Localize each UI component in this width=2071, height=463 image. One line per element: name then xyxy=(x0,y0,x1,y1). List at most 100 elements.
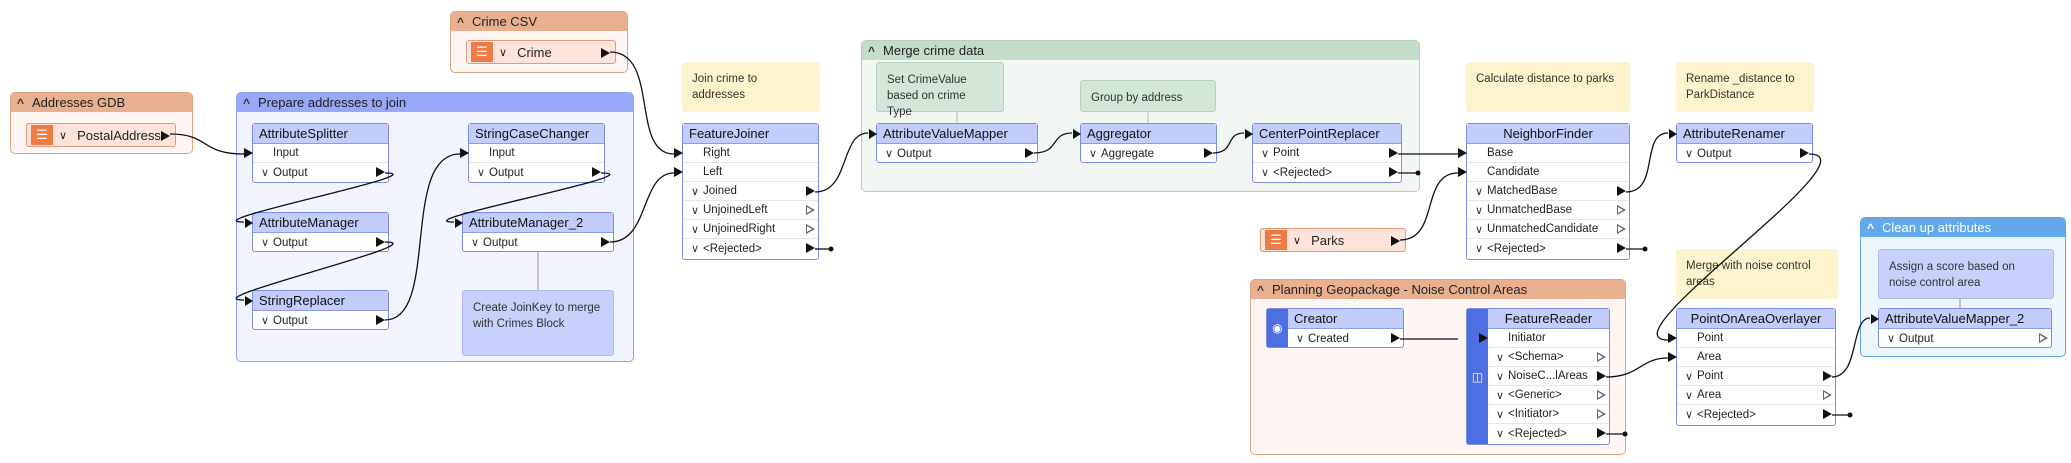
output-port-icon[interactable] xyxy=(601,237,610,247)
chevron-down-icon[interactable]: ∨ xyxy=(499,46,508,59)
output-port-icon[interactable] xyxy=(1597,409,1606,419)
output-port-icon[interactable] xyxy=(1617,186,1626,196)
bookmark-header[interactable]: ^Crime CSV xyxy=(451,12,627,31)
chevron-down-icon[interactable]: ∨ xyxy=(261,237,270,249)
port-schema[interactable]: ∨<Schema> xyxy=(1488,348,1609,367)
reader-postal-address[interactable]: ☰ ∨ PostalAddress xyxy=(26,123,176,147)
chevron-down-icon[interactable]: ∨ xyxy=(1293,234,1302,247)
port-rejected[interactable]: ∨<Rejected> xyxy=(1467,239,1629,258)
collapse-caret-icon[interactable]: ^ xyxy=(17,95,25,110)
output-port-icon[interactable] xyxy=(806,243,815,253)
port-right[interactable]: Right xyxy=(674,144,818,163)
bookmark-header[interactable]: ^Clean up attributes xyxy=(1861,218,2065,237)
node-title[interactable]: Aggregator xyxy=(1073,124,1216,144)
chevron-down-icon[interactable]: ∨ xyxy=(261,167,270,179)
chevron-down-icon[interactable]: ∨ xyxy=(1685,389,1694,402)
node-title[interactable]: StringReplacer xyxy=(245,291,388,311)
port-rejected[interactable]: ∨<Rejected> xyxy=(1253,163,1401,182)
node-aggregator[interactable]: Aggregator ∨Aggregate xyxy=(1073,123,1217,163)
chevron-down-icon[interactable]: ∨ xyxy=(1475,223,1484,236)
node-title[interactable]: AttributeManager xyxy=(245,213,388,233)
output-port-icon[interactable] xyxy=(806,224,815,234)
node-title[interactable]: AttributeRenamer xyxy=(1669,124,1812,144)
port-rejected[interactable]: ∨<Rejected> xyxy=(1677,405,1835,424)
node-string-replacer[interactable]: StringReplacer ∨Output xyxy=(245,290,389,330)
node-title[interactable]: Creator xyxy=(1288,309,1403,329)
node-attribute-manager[interactable]: AttributeManager ∨Output xyxy=(245,212,389,252)
chevron-down-icon[interactable]: ∨ xyxy=(691,185,700,198)
input-port-icon[interactable] xyxy=(869,129,877,139)
port-output[interactable]: ∨Output xyxy=(253,311,388,330)
chevron-down-icon[interactable]: ∨ xyxy=(1089,148,1098,160)
output-port-icon[interactable] xyxy=(1597,390,1606,400)
input-port-icon[interactable] xyxy=(1871,314,1879,324)
node-title[interactable]: PointOnAreaOverlayer xyxy=(1677,309,1835,329)
output-port-icon[interactable] xyxy=(1617,224,1626,234)
reader-crime[interactable]: ☰ ∨ Crime xyxy=(466,40,616,64)
node-title[interactable]: AttributeValueMapper_2 xyxy=(1871,309,2051,329)
output-port-icon[interactable] xyxy=(1025,148,1034,158)
node-title[interactable]: AttributeSplitter xyxy=(253,124,388,144)
chevron-down-icon[interactable]: ∨ xyxy=(1496,351,1505,364)
output-port-icon[interactable] xyxy=(806,186,815,196)
node-title[interactable]: StringCaseChanger xyxy=(469,124,604,144)
node-attribute-splitter[interactable]: AttributeSplitter Input ∨Output xyxy=(244,123,389,183)
output-port-icon[interactable] xyxy=(161,131,170,141)
port-aggregate[interactable]: ∨Aggregate xyxy=(1081,144,1216,163)
bookmark-header[interactable]: ^Merge crime data xyxy=(862,41,1419,60)
collapse-caret-icon[interactable]: ^ xyxy=(868,43,876,58)
node-title[interactable]: FeatureReader xyxy=(1488,309,1609,329)
node-point-on-area-overlayer[interactable]: PointOnAreaOverlayer Point Area ∨Point ∨… xyxy=(1668,308,1836,426)
chevron-down-icon[interactable]: ∨ xyxy=(691,243,700,255)
port-output[interactable]: ∨Output xyxy=(253,233,388,252)
node-attribute-value-mapper-2[interactable]: AttributeValueMapper_2 ∨Output xyxy=(1871,308,2052,348)
input-port-icon[interactable] xyxy=(1458,167,1467,177)
output-port-icon[interactable] xyxy=(1617,205,1626,215)
output-port-icon[interactable] xyxy=(1823,390,1832,400)
node-creator[interactable]: ◉ Creator ∨Created xyxy=(1266,308,1404,348)
node-title[interactable]: AttributeManager_2 xyxy=(455,213,613,233)
port-output[interactable]: ∨Output xyxy=(877,144,1037,163)
input-port-icon[interactable] xyxy=(245,218,253,228)
chevron-down-icon[interactable]: ∨ xyxy=(885,148,894,160)
output-port-icon[interactable] xyxy=(601,48,610,58)
port-initiator[interactable]: Initiator xyxy=(1479,329,1609,348)
chevron-down-icon[interactable]: ∨ xyxy=(1496,370,1505,383)
output-port-icon[interactable] xyxy=(1389,148,1398,158)
input-port-icon[interactable] xyxy=(455,218,463,228)
output-port-icon[interactable] xyxy=(376,237,385,247)
input-port-icon[interactable] xyxy=(674,167,683,177)
output-port-icon[interactable] xyxy=(1823,409,1832,419)
port-rejected[interactable]: ∨<Rejected> xyxy=(1488,424,1609,443)
port-input[interactable]: Input xyxy=(244,144,388,163)
chevron-down-icon[interactable]: ∨ xyxy=(1475,185,1484,198)
chevron-down-icon[interactable]: ∨ xyxy=(691,204,700,217)
chevron-down-icon[interactable]: ∨ xyxy=(261,315,270,327)
port-left[interactable]: Left xyxy=(674,163,818,182)
node-neighbor-finder[interactable]: NeighborFinder Base Candidate ∨MatchedBa… xyxy=(1458,123,1630,260)
collapse-caret-icon[interactable]: ^ xyxy=(1257,282,1265,297)
output-port-icon[interactable] xyxy=(1391,236,1400,246)
node-feature-joiner[interactable]: FeatureJoiner Right Left ∨Joined ∨Unjoin… xyxy=(674,123,819,260)
chevron-down-icon[interactable]: ∨ xyxy=(1261,147,1270,160)
chevron-down-icon[interactable]: ∨ xyxy=(1261,167,1270,179)
input-port-icon[interactable] xyxy=(1073,129,1081,139)
node-title[interactable]: AttributeValueMapper xyxy=(869,124,1037,144)
annotation-assign-score[interactable]: Assign a score based on noise control ar… xyxy=(1878,249,2054,299)
output-port-icon[interactable] xyxy=(806,205,815,215)
chevron-down-icon[interactable]: ∨ xyxy=(1496,408,1505,421)
bookmark-header[interactable]: ^Prepare addresses to join xyxy=(237,93,633,112)
collapse-caret-icon[interactable]: ^ xyxy=(457,14,465,29)
port-matched-base[interactable]: ∨MatchedBase xyxy=(1467,182,1629,201)
chevron-down-icon[interactable]: ∨ xyxy=(59,129,68,142)
port-output[interactable]: ∨Output xyxy=(463,233,613,252)
input-port-icon[interactable] xyxy=(245,296,253,306)
port-output[interactable]: ∨Output xyxy=(1677,144,1812,163)
output-port-icon[interactable] xyxy=(376,315,385,325)
port-output[interactable]: ∨Output xyxy=(1879,329,2051,348)
node-feature-reader[interactable]: ◫ FeatureReader Initiator ∨<Schema> ∨Noi… xyxy=(1466,308,1610,445)
input-port-icon[interactable] xyxy=(1668,333,1677,343)
chevron-down-icon[interactable]: ∨ xyxy=(691,223,700,236)
chevron-down-icon[interactable]: ∨ xyxy=(1685,370,1694,383)
